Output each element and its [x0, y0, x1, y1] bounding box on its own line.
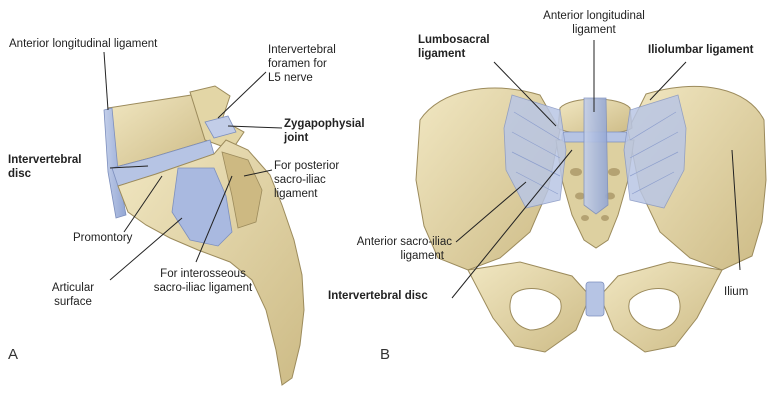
label-intervertebral-disc-b: Intervertebral disc [328, 290, 428, 303]
label-anterior-longitudinal-b-2: ligament [526, 24, 662, 37]
label-posterior-sacroiliac-3: ligament [274, 188, 317, 201]
label-lumbosacral-2: ligament [418, 48, 465, 61]
left-pubic-ring [468, 262, 590, 352]
label-ilium: Ilium [724, 286, 748, 299]
label-interosseous-2: sacro-iliac ligament [140, 282, 266, 295]
panel-a-letter: A [8, 346, 18, 363]
label-promontory: Promontory [73, 232, 132, 245]
pubic-symphysis [586, 282, 604, 316]
leader-anterior-longitudinal-a [104, 52, 108, 110]
label-anterior-longitudinal-ligament-a: Anterior longitudinal ligament [9, 38, 157, 51]
label-intervertebral-foramen-2: foramen for [268, 58, 327, 71]
label-iliolumbar: Iliolumbar ligament [648, 44, 753, 57]
right-pubic-ring [600, 262, 722, 352]
label-articular-surface-1: Articular [40, 282, 106, 295]
label-anterior-sacroiliac-2: ligament [320, 250, 444, 263]
label-intervertebral-foramen-1: Intervertebral [268, 44, 336, 57]
label-anterior-sacroiliac-1: Anterior sacro-iliac [320, 236, 452, 249]
label-intervertebral-disc-a-2: disc [8, 168, 31, 181]
panel-b-illustration [416, 86, 766, 352]
panel-b-letter: B [380, 346, 390, 363]
label-interosseous-1: For interosseous [140, 268, 266, 281]
label-intervertebral-foramen-3: L5 nerve [268, 72, 313, 85]
label-zygapophysial-joint-2: joint [284, 132, 308, 145]
label-articular-surface-2: surface [40, 296, 106, 309]
label-posterior-sacroiliac-1: For posterior [274, 160, 339, 173]
label-posterior-sacroiliac-2: sacro-iliac [274, 174, 326, 187]
label-lumbosacral-1: Lumbosacral [418, 34, 490, 47]
panel-a-illustration [104, 86, 304, 385]
anterior-longitudinal-ligament-b [584, 98, 608, 214]
label-intervertebral-disc-a-1: Intervertebral [8, 154, 82, 167]
label-anterior-longitudinal-b-1: Anterior longitudinal [526, 10, 662, 23]
label-zygapophysial-joint-1: Zygapophysial [284, 118, 365, 131]
